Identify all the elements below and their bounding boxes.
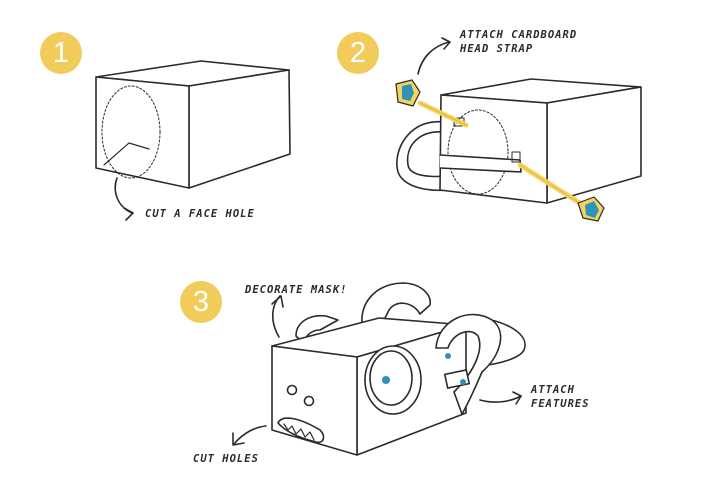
caption-line: HEAD STRAP [460, 43, 534, 55]
face-hole-outline [101, 85, 161, 179]
step-3-badge: 3 [180, 281, 222, 323]
box-step-3 [271, 282, 526, 456]
caption-line: CUT A FACE HOLE [145, 208, 255, 220]
arrow-step-3-features [479, 395, 522, 403]
box-step-1 [95, 60, 291, 189]
arrow-step-3-holes [233, 425, 267, 445]
box-step-2 [396, 78, 642, 204]
caption-line: ATTACH [531, 384, 575, 396]
caption-line: ATTACH CARDBOARD [460, 29, 578, 41]
caption-cut-holes: CUT HOLES [193, 452, 259, 466]
caption-attach-features: ATTACH FEATURES [531, 383, 590, 411]
caption-cut-face-hole: CUT A FACE HOLE [145, 207, 255, 221]
caption-attach-head-strap: ATTACH CARDBOARD HEAD STRAP [460, 28, 577, 56]
arrow-step-2 [417, 41, 450, 75]
caption-line: CUT HOLES [193, 453, 259, 465]
caption-decorate-mask: DECORATE MASK! [245, 283, 348, 297]
caption-line: DECORATE MASK! [245, 284, 348, 296]
step-2-badge: 2 [337, 32, 379, 74]
tape-stick-left [395, 79, 469, 128]
step-1-badge: 1 [40, 32, 82, 74]
caption-line: FEATURES [531, 398, 590, 410]
tape-stick-right [517, 162, 605, 222]
